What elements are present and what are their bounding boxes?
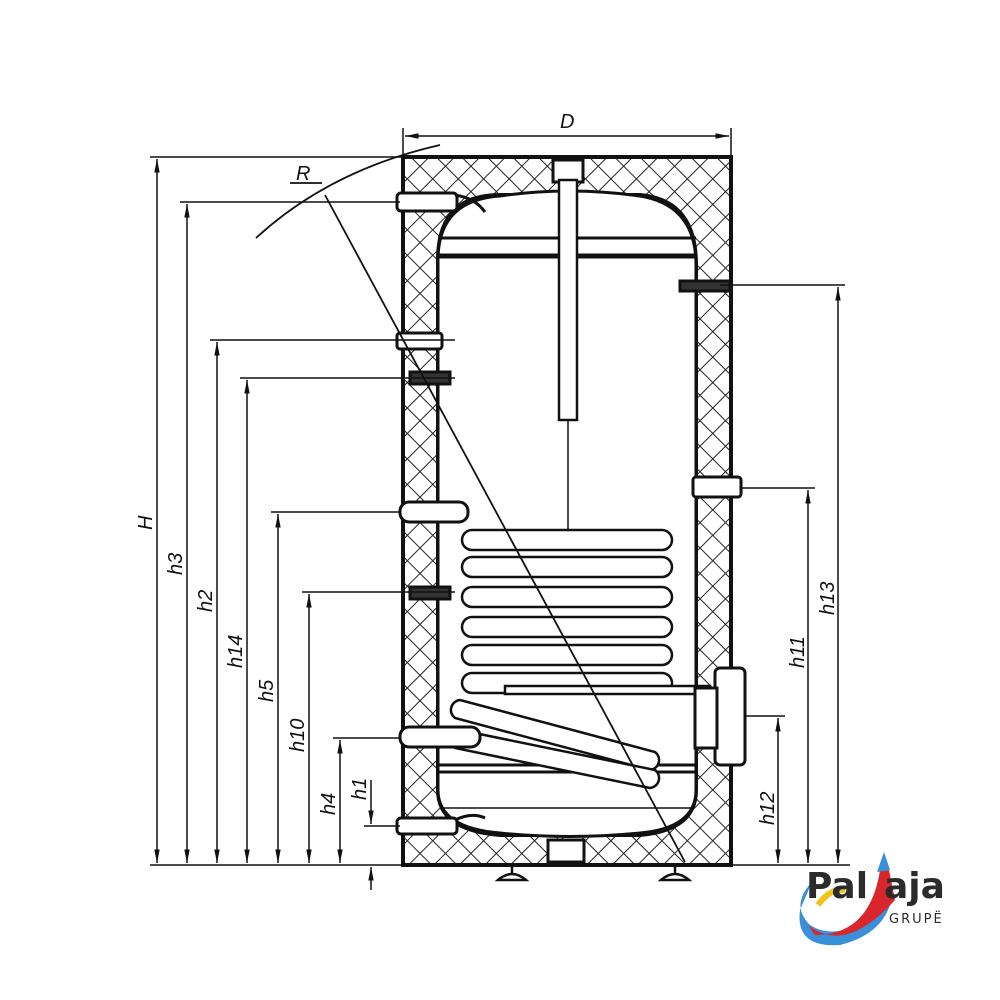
- dim-h14: h14: [225, 635, 247, 668]
- dim-H: H: [135, 515, 157, 530]
- dim-h11: h11: [787, 636, 809, 668]
- heating-element-flange: [693, 666, 747, 767]
- radius-label: R: [296, 163, 310, 185]
- dim-h1: h1: [349, 778, 371, 800]
- dim-h2: h2: [195, 590, 217, 612]
- paljaja-logo: Pal aja GRUPË: [799, 852, 945, 946]
- dim-h12: h12: [757, 792, 779, 825]
- left-dimensions: [150, 156, 455, 890]
- anode-rod: [551, 158, 585, 540]
- feet: [494, 865, 693, 882]
- logo-text-aja: aja: [884, 866, 945, 907]
- diameter-dimension: [402, 128, 732, 157]
- diameter-label: D: [560, 111, 574, 133]
- dim-h4: h4: [318, 793, 340, 815]
- left-dimension-labels: H h3 h2 h14 h5 h10 h4 h1: [135, 515, 371, 815]
- dim-h10: h10: [287, 719, 309, 752]
- right-dimensions: [720, 284, 850, 866]
- logo-subtitle: GRUPË: [889, 911, 944, 927]
- heating-coil: [449, 528, 712, 790]
- logo-text-pal: Pal: [806, 866, 868, 907]
- dim-h5: h5: [256, 679, 278, 702]
- radius-indicator: [255, 144, 686, 863]
- pipe-connections: [395, 191, 743, 864]
- right-dimension-labels: h13 h11 h12: [757, 582, 839, 825]
- dim-h13: h13: [817, 582, 839, 615]
- dim-h3: h3: [165, 553, 187, 575]
